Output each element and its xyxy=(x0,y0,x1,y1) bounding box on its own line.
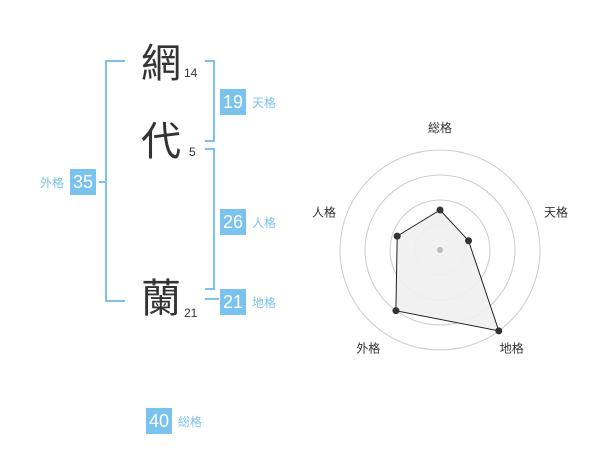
soukaku-badge: 40 総格 xyxy=(146,408,202,434)
radar-point-1 xyxy=(436,206,444,214)
chikaku-value: 21 xyxy=(220,289,247,315)
radar-point-3 xyxy=(495,327,503,335)
name-char-1: 網 xyxy=(141,41,181,87)
radar-point-2 xyxy=(465,237,473,245)
gaikaku-connector xyxy=(99,181,105,183)
gaikaku-label: 外格 xyxy=(40,175,65,190)
radar-label-5: 人格 xyxy=(312,204,336,219)
jinkaku-label: 人格 xyxy=(252,215,277,230)
radar-label-4: 外格 xyxy=(356,341,380,356)
tenkaku-value: 19 xyxy=(220,89,247,115)
radar-label-1: 総格 xyxy=(428,120,452,135)
gaikaku-bracket xyxy=(105,60,125,302)
stroke-count-1: 14 xyxy=(184,66,198,80)
radar-label-2: 天格 xyxy=(544,204,568,219)
tenkaku-badge: 19 天格 xyxy=(220,89,276,115)
jinkaku-bracket xyxy=(205,148,215,290)
radar-ring-3 xyxy=(364,174,516,326)
jinkaku-value: 26 xyxy=(220,209,247,235)
tenkaku-bracket xyxy=(205,60,215,142)
jinkaku-badge: 26 人格 xyxy=(220,209,276,235)
soukaku-value: 40 xyxy=(146,408,173,434)
stroke-count-3: 21 xyxy=(184,306,198,320)
chikaku-connector xyxy=(205,298,219,300)
chikaku-label: 地格 xyxy=(252,295,277,310)
radar-polygon xyxy=(395,209,500,332)
radar-label-3: 地格 xyxy=(500,341,524,356)
radar-point-5 xyxy=(393,232,401,240)
radar-point-4 xyxy=(392,307,400,315)
chikaku-badge: 21 地格 xyxy=(220,289,276,315)
gaikaku-value: 35 xyxy=(70,169,97,195)
radar-center-dot xyxy=(437,247,443,253)
name-char-2: 代 xyxy=(141,119,181,165)
radar-ring-4 xyxy=(339,149,541,351)
tenkaku-label: 天格 xyxy=(252,95,277,110)
stroke-count-2: 5 xyxy=(189,145,196,159)
name-char-3: 蘭 xyxy=(141,276,181,322)
soukaku-label: 総格 xyxy=(178,414,203,429)
gaikaku-badge: 外格 35 xyxy=(40,169,97,195)
